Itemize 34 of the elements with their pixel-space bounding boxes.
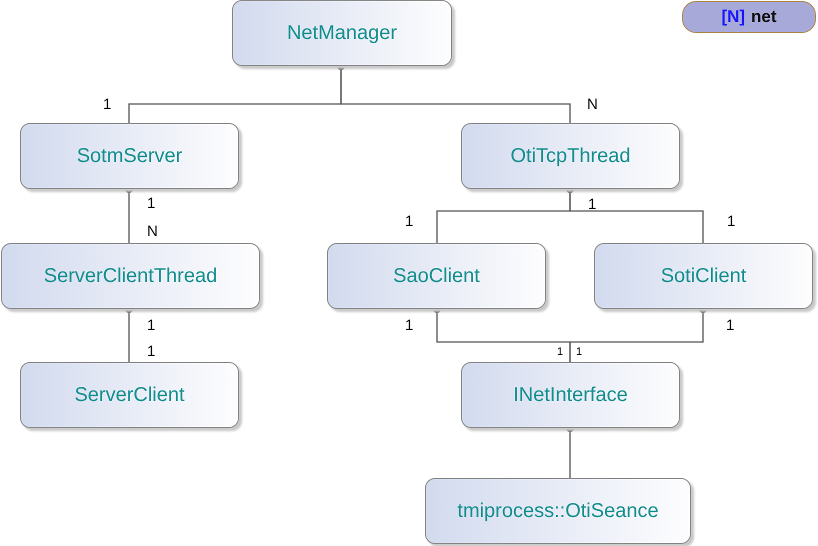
class-name: ServerClientThread <box>44 264 218 288</box>
multiplicity-label: 1 <box>726 318 734 333</box>
multiplicity-label: N <box>587 97 598 112</box>
class-box <box>20 123 239 189</box>
class-box <box>232 0 452 66</box>
class-box <box>461 362 680 428</box>
package-name: [N] <box>721 7 746 27</box>
multiplicity-label: 1 <box>103 97 112 112</box>
multiplicity-label: 1 <box>147 344 156 359</box>
class-box <box>461 123 680 189</box>
package-tag <box>682 1 816 33</box>
class-box <box>327 243 546 309</box>
multiplicity-label: 1 <box>727 214 736 229</box>
class-box <box>425 478 691 544</box>
class-name: tmiprocess::OtiSeance <box>457 500 659 522</box>
class-name: INetInterface <box>513 384 628 406</box>
class-name: SotiClient <box>660 264 746 288</box>
class-name: SotmServer <box>76 144 182 168</box>
class-name: ServerClient <box>74 384 185 406</box>
class-name: OtiTcpThread <box>510 144 631 168</box>
multiplicity-label: 1 <box>576 347 582 358</box>
multiplicity-label: 1 <box>588 197 596 212</box>
class-name: NetManager <box>286 22 398 44</box>
package-name: net <box>751 7 777 27</box>
multiplicity-label: N <box>147 224 158 239</box>
multiplicity-label: 1 <box>557 347 564 358</box>
multiplicity-label: 1 <box>147 318 156 333</box>
class-box <box>1 243 260 309</box>
multiplicity-label: 1 <box>147 196 156 211</box>
class-box <box>594 243 813 309</box>
multiplicity-label: 1 <box>405 214 414 229</box>
class-box <box>20 362 239 428</box>
class-name: SaoClient <box>393 264 480 288</box>
multiplicity-label: 1 <box>405 318 414 333</box>
